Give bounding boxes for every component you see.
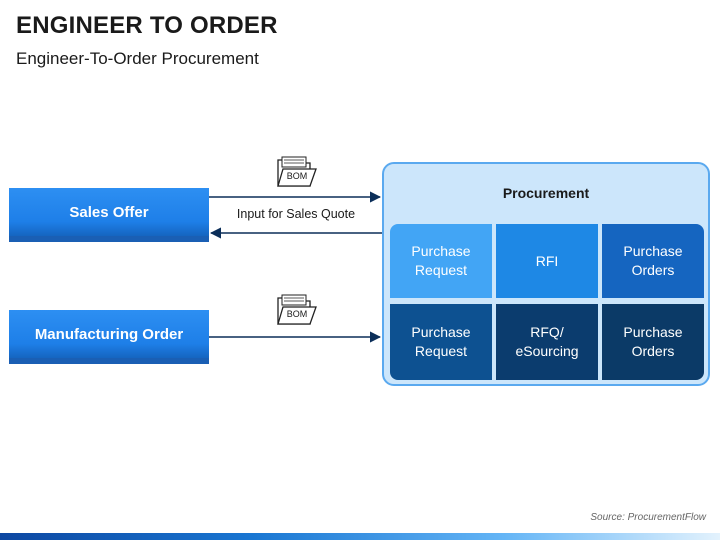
bom-label-top: BOM bbox=[286, 171, 308, 181]
folder-icon bbox=[277, 156, 317, 187]
bom-folder-bottom: BOM bbox=[274, 292, 318, 328]
sales-offer-box: Sales Offer bbox=[9, 188, 209, 242]
bom-folder-top: BOM bbox=[274, 154, 318, 190]
sales-offer-label: Sales Offer bbox=[69, 203, 149, 221]
source-note: Source: ProcurementFlow bbox=[590, 512, 706, 523]
page-title: ENGINEER TO ORDER bbox=[16, 12, 278, 39]
bottom-accent-bar bbox=[0, 533, 720, 540]
cell-purchase-orders-1: Purchase Orders bbox=[602, 224, 704, 298]
bom-label-bottom: BOM bbox=[286, 309, 308, 319]
cell-rfq-esourcing: RFQ/ eSourcing bbox=[496, 304, 598, 380]
cell-purchase-request-2: Purchase Request bbox=[390, 304, 492, 380]
procurement-title: Procurement bbox=[502, 185, 590, 201]
input-for-sales-quote-label: Input for Sales Quote bbox=[236, 207, 356, 221]
cell-purchase-orders-2: Purchase Orders bbox=[602, 304, 704, 380]
page-subtitle: Engineer-To-Order Procurement bbox=[16, 49, 259, 68]
manufacturing-order-label: Manufacturing Order bbox=[34, 325, 184, 343]
procurement-grid: Purchase Request RFI Purchase Orders Pur… bbox=[390, 224, 704, 380]
folder-icon bbox=[277, 294, 317, 325]
cell-rfi: RFI bbox=[496, 224, 598, 298]
manufacturing-order-box: Manufacturing Order bbox=[9, 310, 209, 364]
cell-purchase-request-1: Purchase Request bbox=[390, 224, 492, 298]
